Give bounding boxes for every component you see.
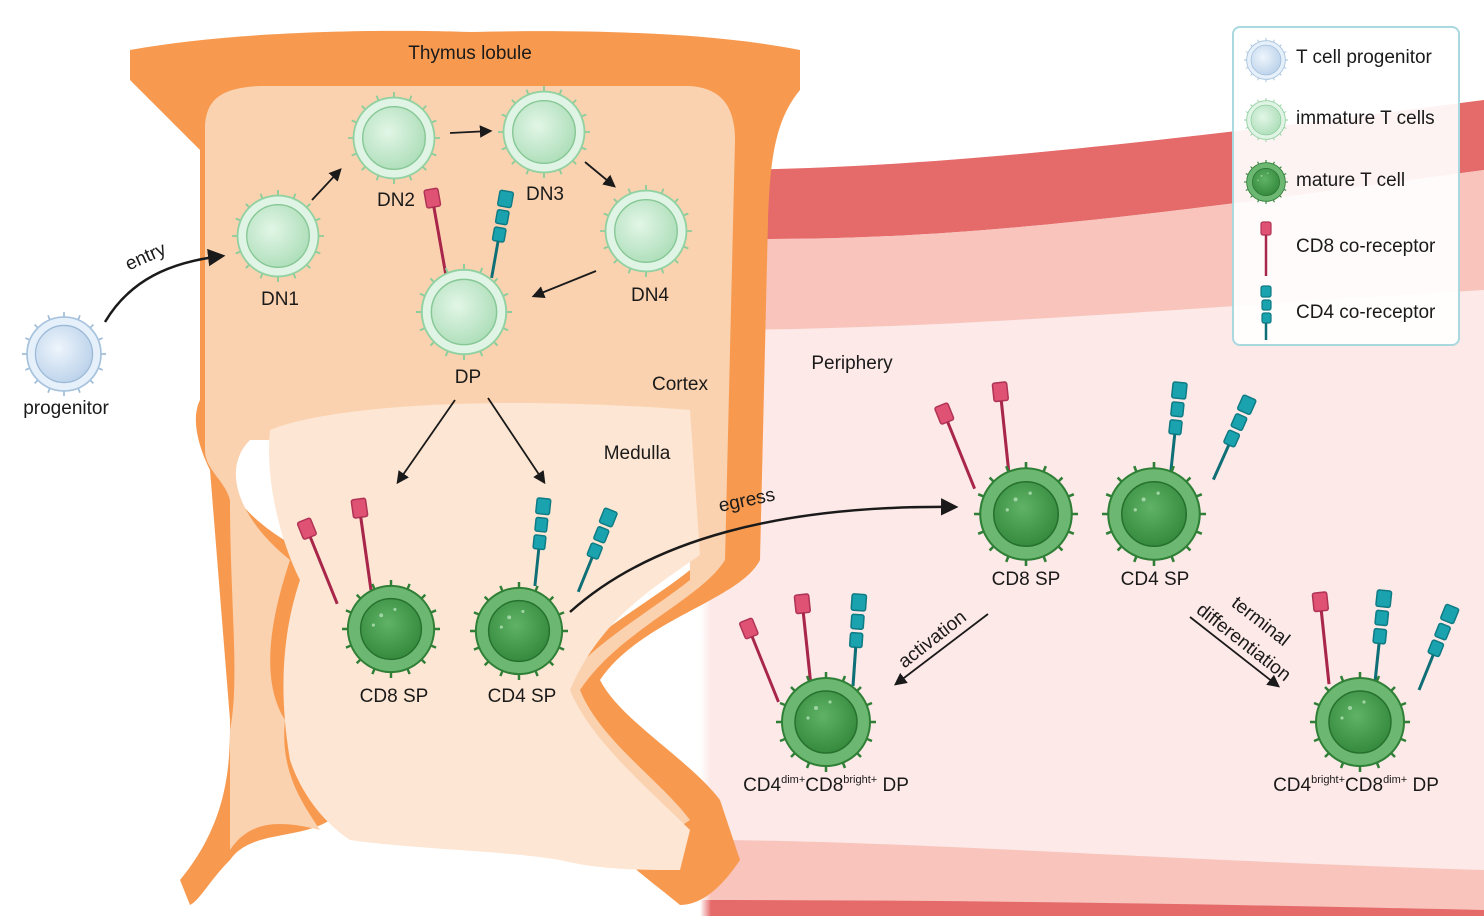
legend-label-cd8: CD8 co-receptor <box>1296 236 1436 257</box>
label-dn4: DN4 <box>631 285 669 306</box>
mature-cell-icon <box>1243 159 1289 205</box>
arrow-dn4-dp <box>531 270 597 299</box>
label-periphery: Periphery <box>811 353 893 374</box>
blood-vessel-bottom-light <box>700 840 1484 916</box>
cd4-receptor-icon <box>1260 285 1272 340</box>
label-progenitor: progenitor <box>23 398 109 419</box>
progenitor-cell <box>21 311 107 397</box>
label-dp-right: CD4bright+CD8dim+ DP <box>1273 774 1439 796</box>
arrow-entry <box>103 248 226 323</box>
progenitor-cell-icon <box>1243 37 1289 83</box>
label-dp: DP <box>455 367 481 388</box>
legend-label-immature: immature T cells <box>1296 108 1435 129</box>
label-dn2: DN2 <box>377 190 415 211</box>
label-dn1: DN1 <box>261 289 299 310</box>
arrow-dp-cd8sp <box>396 399 456 485</box>
label-thymus-lobule: Thymus lobule <box>408 43 532 64</box>
label-cd4sp-periphery: CD4 SP <box>1121 569 1190 590</box>
arrow-activation <box>893 613 989 686</box>
legend: T cell progenitor immature T cells matur… <box>1232 26 1460 346</box>
label-dp-left: CD4dim+CD8bright+ DP <box>743 774 909 796</box>
legend-label-mature: mature T cell <box>1296 170 1406 191</box>
legend-label-progenitor: T cell progenitor <box>1296 47 1432 68</box>
arrow-terminal-differentiation <box>1189 616 1280 688</box>
thymus-lobule <box>130 30 800 906</box>
cortex-region <box>205 86 735 850</box>
label-dn3: DN3 <box>526 184 564 205</box>
label-medulla: Medulla <box>604 443 671 464</box>
immature-cell-icon <box>1243 97 1289 143</box>
arrows <box>103 125 1280 688</box>
arrow-egress <box>569 498 959 613</box>
cd8-receptor-icon <box>1260 221 1272 276</box>
arrow-dn3-dn4 <box>584 161 616 188</box>
arrow-dp-cd4sp <box>487 397 546 485</box>
arrow-dn1-dn2 <box>311 168 342 201</box>
blood-vessel-bottom-dark <box>700 900 1484 916</box>
label-cd4sp-thymus: CD4 SP <box>488 686 557 707</box>
label-cd8sp-thymus: CD8 SP <box>360 686 429 707</box>
label-cortex: Cortex <box>652 374 708 395</box>
legend-label-cd4: CD4 co-receptor <box>1296 302 1436 323</box>
arrow-dn2-dn3 <box>449 125 493 138</box>
label-cd8sp-periphery: CD8 SP <box>992 569 1061 590</box>
